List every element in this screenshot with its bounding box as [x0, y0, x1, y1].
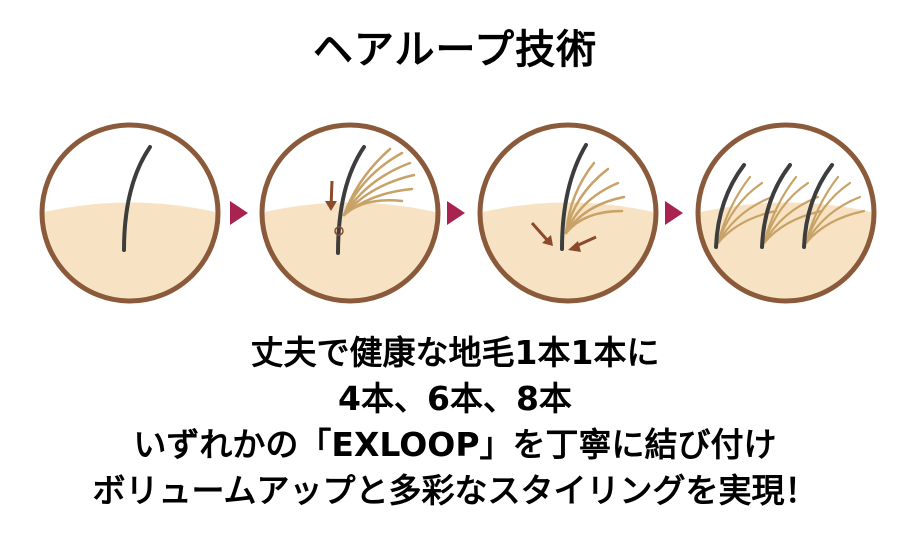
description-line-2: 4本、6本、8本	[338, 379, 572, 418]
tie-loop-icon	[477, 122, 659, 304]
volume-result-icon	[695, 122, 877, 304]
description-line-4: ボリュームアップと多彩なスタイリングを実現！	[92, 471, 818, 510]
attach-extension-icon	[259, 122, 441, 304]
description-line-1: 丈夫で健康な地毛1本1本に	[250, 333, 660, 372]
step-4-volume-result	[688, 115, 884, 311]
step-arrow-3	[663, 199, 685, 227]
description: 丈夫で健康な地毛1本1本に 4本、6本、8本 いずれかの「EXLOOP」を丁寧に…	[0, 330, 910, 514]
description-line-3: いずれかの「EXLOOP」を丁寧に結び付け	[133, 425, 777, 464]
hair-loop-steps	[0, 115, 910, 310]
step-1-natural-hair	[32, 115, 228, 311]
step-3-tie-loop	[470, 115, 666, 311]
step-2-attach-extensions	[252, 115, 448, 311]
step-arrow-2	[445, 199, 467, 227]
single-hair-icon	[39, 122, 221, 304]
step-arrow-1	[228, 199, 250, 227]
page-title: ヘアループ技術	[312, 27, 598, 73]
